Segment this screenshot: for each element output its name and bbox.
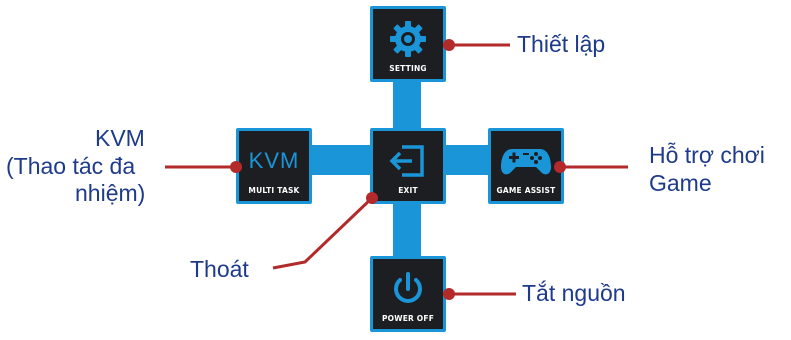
game-assist-button[interactable]: GAME ASSIST (488, 128, 564, 204)
setting-label: SETTING (389, 64, 427, 73)
setting-button[interactable]: SETTING (370, 6, 446, 82)
kvm-icon: KVM (239, 137, 309, 185)
game-callout-line2: Game (649, 170, 712, 196)
exit-label: EXIT (398, 186, 418, 195)
power-off-button[interactable]: POWER OFF (370, 256, 446, 332)
power-icon (373, 265, 443, 313)
exit-icon (373, 137, 443, 185)
setting-callout-dot (443, 39, 455, 51)
gamepad-icon (491, 137, 561, 185)
kvm-callout-line2: (Thao tác đa (6, 153, 136, 179)
kvm-icon-text: KVM (248, 148, 300, 173)
exit-callout-line (272, 196, 374, 270)
power-callout-dot (443, 288, 455, 300)
kvm-callout-line1: KVM (95, 125, 145, 151)
game-callout-dot (554, 161, 566, 173)
exit-callout: Thoát (190, 256, 249, 282)
setting-callout: Thiết lập (517, 31, 606, 57)
game-callout-line1: Hỗ trợ chơi (649, 142, 765, 168)
exit-button[interactable]: EXIT (370, 128, 446, 204)
multitask-label: MULTI TASK (248, 186, 300, 195)
gear-icon (373, 15, 443, 63)
kvm-callout-line3: nhiệm) (75, 180, 146, 206)
power-callout: Tắt nguồn (522, 280, 626, 306)
game-assist-label: GAME ASSIST (496, 186, 556, 195)
power-off-label: POWER OFF (381, 314, 435, 323)
exit-callout-dot (366, 192, 378, 204)
kvm-callout-dot (230, 161, 242, 173)
